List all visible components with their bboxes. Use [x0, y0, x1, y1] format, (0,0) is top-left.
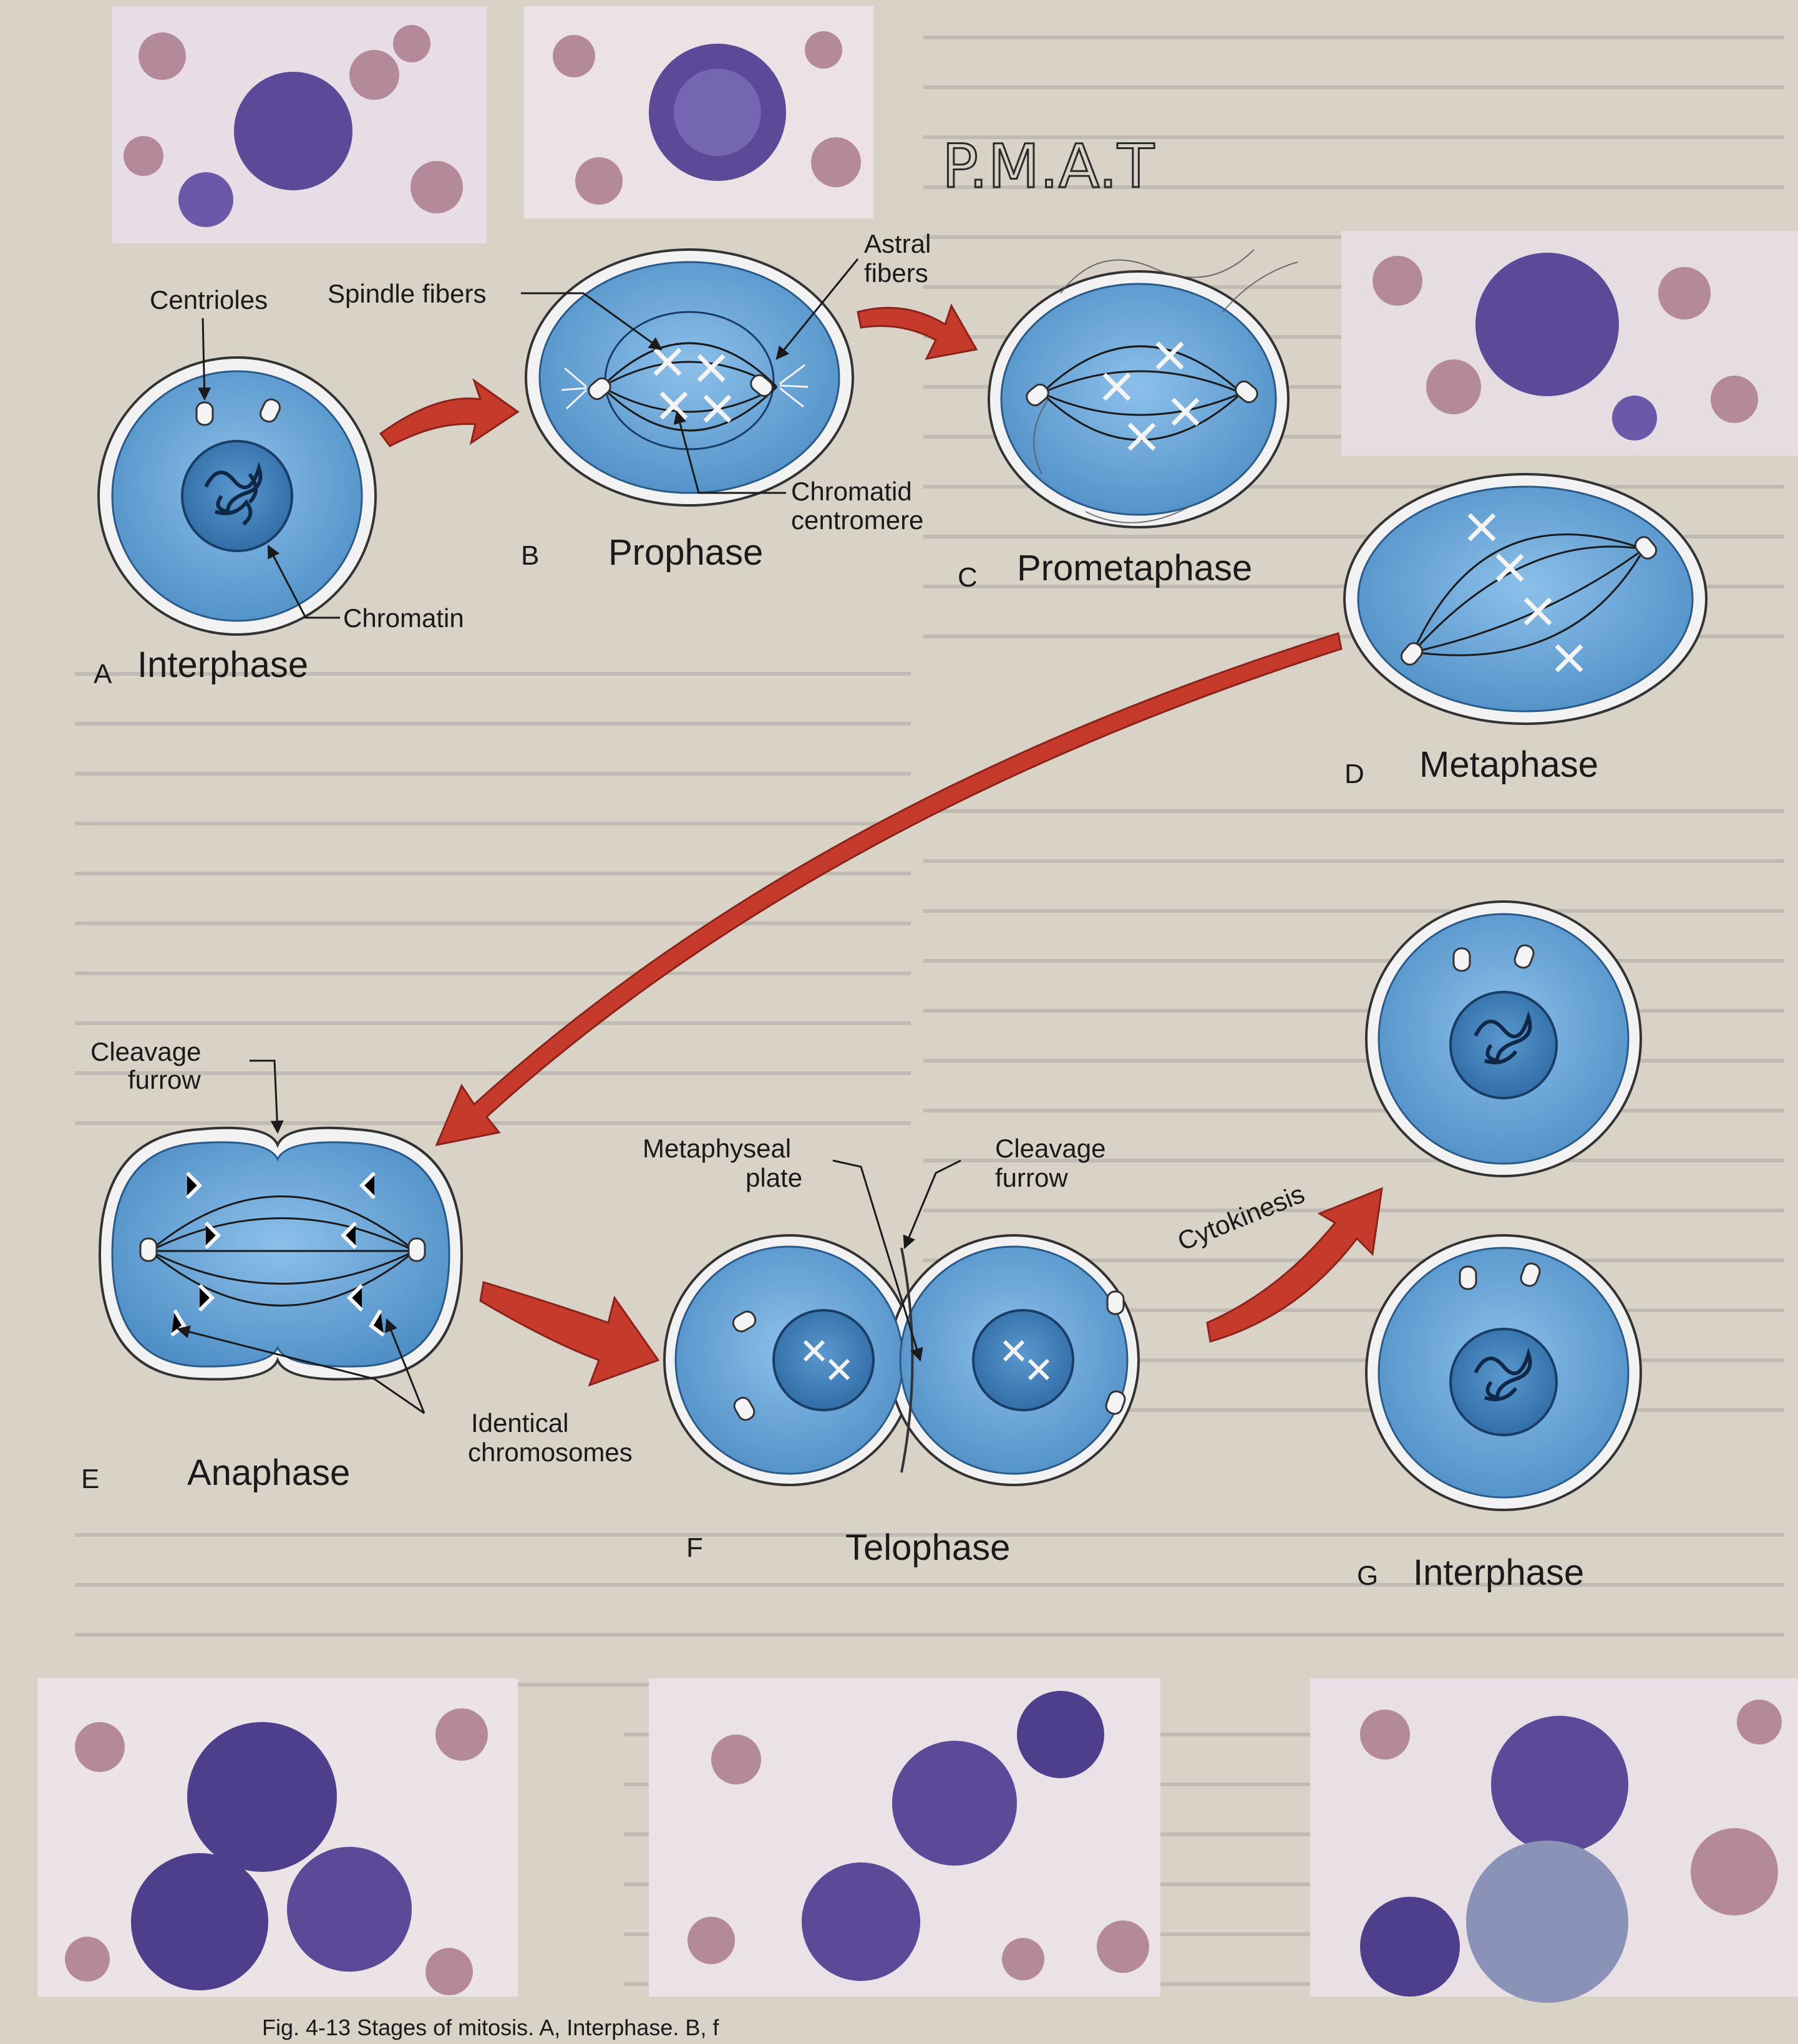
centriole: [733, 1396, 756, 1421]
chromatin-strands: [204, 462, 263, 526]
arrow-d-to-e: [435, 632, 1343, 1147]
centriole: [260, 398, 281, 423]
label-identical-chromosomes-2: chromosomes: [468, 1438, 633, 1467]
label-cytokinesis: Cytokinesis: [1174, 1179, 1309, 1256]
label-cleavage-furrow-f-1: Cleavage: [995, 1134, 1106, 1163]
centriole: [1026, 383, 1049, 407]
micrograph-top-left: [112, 6, 487, 243]
handwritten-note: P.M.A.T: [941, 131, 1155, 203]
stage-names: A Interphase B Prophase C Prometaphase D…: [81, 532, 1598, 1593]
cell-f-telophase: [663, 1234, 1140, 1486]
micrograph-bottom-left: [37, 1678, 518, 1997]
cell-e-anaphase: [98, 1126, 464, 1381]
stage-a-letter: A: [94, 659, 112, 689]
arrow-a-to-b: [379, 378, 520, 447]
centriole: [1105, 1390, 1126, 1415]
centriole: [1634, 536, 1658, 560]
centriole: [1106, 1290, 1125, 1315]
micrograph-bottom-right: [1310, 1678, 1798, 2003]
cell-g-interphase-bottom: [1365, 1234, 1642, 1511]
stage-g-letter: G: [1357, 1560, 1378, 1591]
label-chromatid-1: Chromatid: [791, 477, 912, 506]
stage-e-name: Anaphase: [187, 1453, 350, 1493]
stage-c-name: Prometaphase: [1017, 548, 1252, 588]
label-astral-fibers-2: fibers: [864, 258, 928, 288]
progression-arrows: [379, 303, 1383, 1387]
cell-d-metaphase: [1343, 473, 1708, 725]
pencil-scribbles: [1033, 249, 1298, 523]
stage-a-name: Interphase: [137, 645, 308, 685]
stage-f-letter: F: [686, 1532, 703, 1563]
stage-e-letter: E: [81, 1464, 99, 1494]
label-cleavage-furrow-e-2: furrow: [128, 1065, 201, 1094]
centriole: [1520, 1262, 1541, 1287]
decondensing-chromosomes: [803, 1340, 1050, 1381]
centriole: [1459, 1265, 1477, 1290]
cell-c-prometaphase: [988, 249, 1298, 528]
centriole: [1514, 944, 1535, 969]
arrow-e-to-f: [479, 1281, 660, 1387]
stage-g-name: Interphase: [1413, 1552, 1584, 1593]
stage-c-letter: C: [958, 562, 978, 593]
figure-caption: Fig. 4-13 Stages of mitosis. A, Interpha…: [262, 2015, 719, 2040]
centriole: [750, 374, 774, 397]
handwritten-note-text: P.M.A.T: [942, 132, 1154, 202]
label-astral-fibers-1: Astral: [864, 229, 931, 258]
nucleus: [1449, 1328, 1558, 1436]
chromatin-strands: [1474, 1348, 1532, 1401]
stage-b-name: Prophase: [608, 532, 763, 573]
chromosomes: [1102, 341, 1200, 451]
label-metaphyseal-plate-2: plate: [746, 1163, 802, 1192]
stage-f-name: Telophase: [845, 1527, 1010, 1568]
chromosomes: [653, 348, 732, 423]
label-spindle-fibers: Spindle fibers: [328, 279, 486, 308]
chromatin-strands: [1474, 1011, 1532, 1064]
stage-d-name: Metaphase: [1419, 744, 1598, 785]
stage-d-letter: D: [1344, 759, 1364, 789]
centriole: [1235, 380, 1258, 404]
label-chromatid-2: centromere: [791, 505, 923, 535]
label-centrioles: Centrioles: [150, 285, 268, 314]
stage-b-letter: B: [521, 540, 539, 571]
micrograph-right: [1341, 231, 1798, 455]
centriole: [732, 1310, 757, 1333]
centriole: [1452, 947, 1471, 972]
cell-a-interphase: [97, 356, 377, 636]
centriole: [139, 1237, 158, 1262]
label-pointers: [176, 258, 961, 1414]
centriole: [588, 377, 611, 401]
arrow-b-to-c: [857, 303, 978, 361]
arrow-f-to-g: [1206, 1187, 1383, 1343]
chromosomes: [1467, 513, 1583, 673]
astral-rays: [561, 364, 809, 410]
label-cleavage-furrow-f-2: furrow: [995, 1163, 1068, 1192]
label-identical-chromosomes-1: Identical: [471, 1408, 568, 1438]
label-chromatin: Chromatin: [343, 603, 464, 633]
centriole: [195, 401, 214, 426]
label-metaphyseal-plate-1: Metaphyseal: [643, 1134, 791, 1163]
micrograph-bottom-middle: [649, 1678, 1160, 1997]
nucleus: [1449, 991, 1558, 1099]
cell-b-prophase: [525, 248, 854, 507]
centriole: [407, 1237, 426, 1262]
micrograph-top-middle: [524, 6, 873, 218]
cell-g-interphase-top: [1365, 900, 1642, 1177]
label-cleavage-furrow-e-1: Cleavage: [90, 1037, 201, 1066]
centriole: [1400, 642, 1424, 666]
